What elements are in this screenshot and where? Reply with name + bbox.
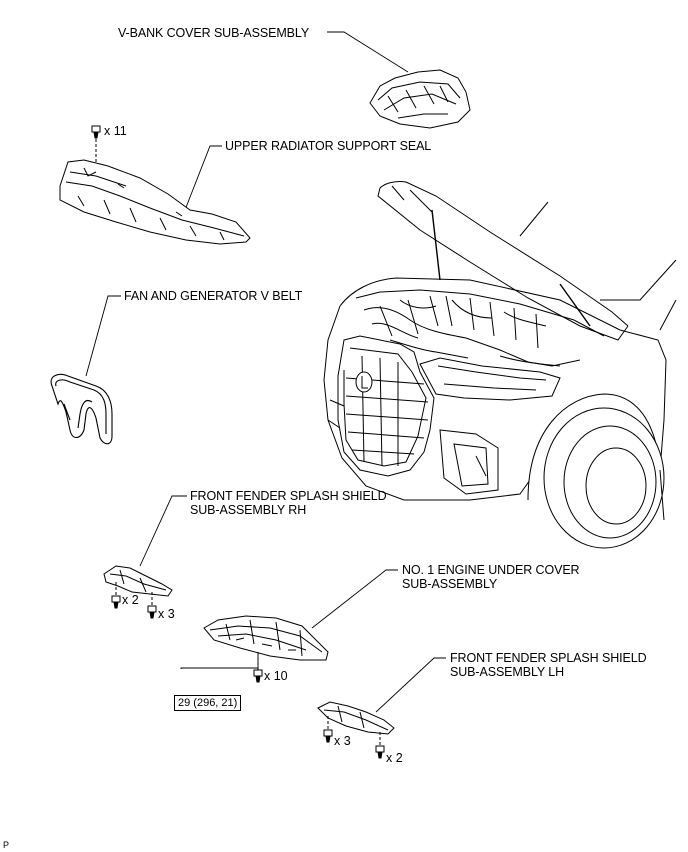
- qty-rh-bolts-a: x 2: [122, 593, 139, 607]
- front-fender-splash-shield-rh: [103, 565, 173, 597]
- rh-bolt: [111, 582, 157, 619]
- torque-spec-box: 29 (296, 21): [174, 695, 242, 711]
- fan-generator-v-belt: [50, 373, 113, 445]
- label-v-bank-cover: V-BANK COVER SUB-ASSEMBLY: [118, 26, 310, 40]
- label-under-line-2: SUB-ASSEMBLY: [402, 577, 498, 591]
- label-front-fender-splash-shield-lh: FRONT FENDER SPLASH SHIELD SUB-ASSEMBLY …: [450, 651, 647, 679]
- label-front-fender-splash-shield-rh: FRONT FENDER SPLASH SHIELD SUB-ASSEMBLY …: [190, 489, 387, 517]
- label-upper-radiator-support-seal: UPPER RADIATOR SUPPORT SEAL: [225, 139, 432, 153]
- label-fan-generator-v-belt: FAN AND GENERATOR V BELT: [124, 289, 303, 303]
- upper-radiator-support-seal: [59, 159, 251, 245]
- figure-code: P: [3, 840, 10, 850]
- label-rh-line-1: FRONT FENDER SPLASH SHIELD: [190, 489, 387, 503]
- front-fender-splash-shield-lh: [317, 701, 395, 735]
- label-lh-line-2: SUB-ASSEMBLY LH: [450, 665, 565, 679]
- label-lh-line-1: FRONT FENDER SPLASH SHIELD: [450, 651, 647, 665]
- label-rh-line-2: SUB-ASSEMBLY RH: [190, 503, 307, 517]
- qty-lh-bolts-b: x 2: [386, 751, 403, 765]
- leader-lines: [85, 31, 446, 713]
- qty-seal-clips: x 11: [104, 124, 127, 138]
- v-bank-cover: [369, 69, 471, 129]
- seal-clip: [91, 125, 101, 162]
- lh-bolt: [323, 716, 385, 759]
- qty-lh-bolts-a: x 3: [334, 734, 351, 748]
- under-cover-bolt: [253, 652, 263, 683]
- qty-rh-bolts-b: x 3: [158, 607, 175, 621]
- vehicle-outline: [323, 181, 677, 549]
- label-under-line-1: NO. 1 ENGINE UNDER COVER: [402, 563, 580, 577]
- label-no1-engine-under-cover: NO. 1 ENGINE UNDER COVER SUB-ASSEMBLY: [402, 563, 580, 591]
- qty-under-cover-bolts: x 10: [264, 669, 288, 683]
- no1-engine-under-cover: [203, 615, 329, 661]
